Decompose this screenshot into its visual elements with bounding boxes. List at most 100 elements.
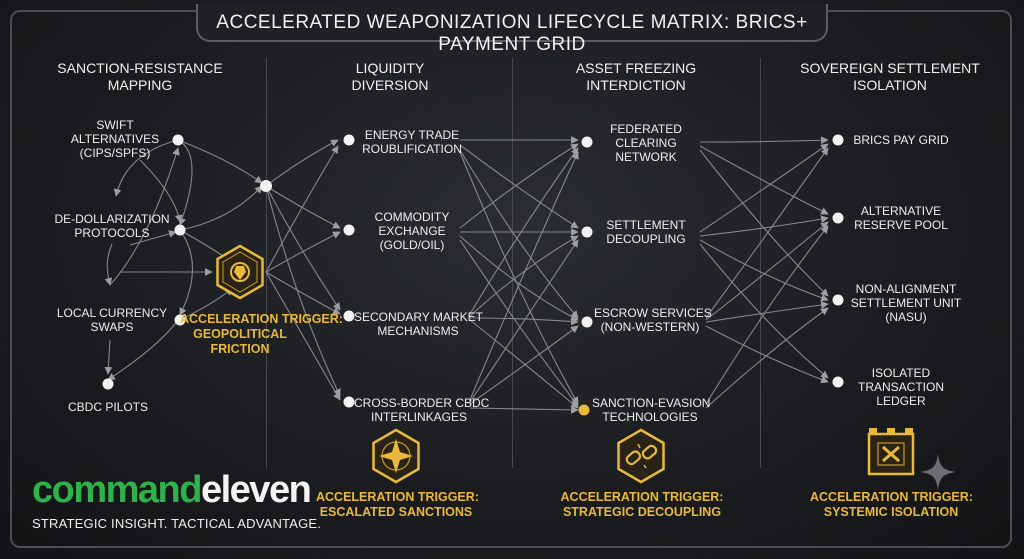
link-line (469, 147, 579, 315)
trigger-label-line: ACCELERATION TRIGGER: (316, 490, 479, 504)
node-label-line: SETTLEMENT (606, 218, 686, 232)
trigger-label-line: ACCELERATION TRIGGER: (810, 490, 973, 504)
link-line (109, 147, 180, 286)
node-label-line: MECHANISMS (377, 324, 459, 338)
node-dot (343, 224, 355, 236)
trigger-label-line: ACCELERATION TRIGGER: (560, 490, 724, 504)
title-tab (196, 4, 828, 42)
highlight-node-dot (578, 404, 590, 416)
link-line (459, 143, 579, 229)
link-line (104, 339, 113, 375)
node-label-line: ENERGY TRADE (364, 128, 460, 142)
node-label-line: ISOLATED (871, 366, 931, 380)
link-line (699, 239, 829, 302)
link-line (113, 139, 179, 197)
link-line (699, 215, 829, 237)
link-line (265, 139, 339, 187)
trigger-label-line: SYSTEMIC ISOLATION (823, 505, 959, 519)
node-label-line: NON-ALIGNMENT (855, 282, 957, 296)
node-dot (174, 224, 186, 236)
node-dot (343, 310, 355, 322)
node-label-line: COMMODITY (374, 210, 450, 224)
link-line (705, 325, 829, 384)
sparkle-icon (920, 454, 956, 490)
node-dot (581, 226, 593, 238)
trigger-label-line: FRICTION (210, 342, 270, 356)
node-dot (102, 378, 114, 390)
node-label-line: BRICS PAY GRID (853, 133, 949, 147)
brand-logo: commandeleven (32, 470, 312, 510)
node-label-line: (GOLD/OIL) (379, 238, 445, 252)
node-local-currency-swaps: LOCAL CURRENCY SWAPS (42, 306, 182, 334)
link-line (699, 136, 829, 145)
link-line (265, 231, 341, 273)
link-line (705, 307, 829, 409)
link-line (469, 325, 579, 405)
link-line (469, 239, 579, 403)
link-line (469, 319, 579, 409)
node-label-line: SECONDARY MARKET (354, 310, 483, 324)
broken-chain-icon (617, 428, 665, 484)
barricade-x-icon (867, 428, 915, 476)
node-label-line: CBDC PILOTS (67, 400, 148, 414)
node-cross-border-cbdc: CROSS-BORDER CBDC INTERLINKAGES (354, 396, 489, 424)
brand-tagline: STRATEGIC INSIGHT. TACTICAL ADVANTAGE. (32, 516, 322, 531)
page-title: ACCELERATED WEAPONIZATION LIFECYCLE MATR… (216, 12, 808, 55)
link-line (699, 143, 829, 233)
node-label-line: CLEARING (615, 136, 677, 150)
link-line (139, 159, 183, 223)
node-de-dollarization: DE-DOLLARIZATION PROTOCOLS (42, 212, 182, 240)
node-dot (581, 316, 593, 328)
node-dot (581, 136, 593, 148)
link-line (265, 185, 341, 229)
column-heading-line: ASSET FREEZING (575, 60, 697, 76)
trigger-geopolitical-friction: ACCELERATION TRIGGER: GEOPOLITICAL FRICT… (180, 312, 343, 357)
node-label-line: ALTERNATIVE (860, 204, 942, 218)
link-line (265, 271, 341, 401)
node-cbdc-pilots: CBDC PILOTS (48, 400, 168, 414)
link-line (265, 185, 341, 397)
node-label-line: INTERLINKAGES (370, 410, 468, 424)
compass-star-icon (372, 428, 420, 484)
link-line (469, 406, 579, 414)
node-dot (343, 396, 355, 408)
node-label-line: PROTOCOLS (74, 226, 150, 240)
node-dot (832, 134, 844, 146)
link-line (459, 239, 579, 407)
node-dot (832, 212, 844, 224)
node-commodity-exchange: COMMODITY EXCHANGE (GOLD/OIL) (352, 210, 472, 252)
column-heading-liquidity-diversion: LIQUIDITY DIVERSION (290, 60, 490, 94)
link-line (699, 145, 829, 215)
link-line (107, 319, 179, 381)
node-label-line: SWAPS (90, 320, 134, 334)
node-dot (172, 134, 184, 146)
node-settlement-decoupling: SETTLEMENT DECOUPLING (596, 218, 696, 246)
trigger-label-line: ACCELERATION TRIGGER: (180, 312, 343, 326)
column-heading-asset-freezing: ASSET FREEZING INTERDICTION (536, 60, 736, 94)
link-line (129, 230, 177, 246)
link-line (179, 229, 194, 316)
link-line (699, 243, 829, 379)
link-line (469, 151, 579, 401)
column-heading-sovereign-settlement: SOVEREIGN SETTLEMENT ISOLATION (780, 60, 1000, 94)
node-isolated-ledger: ISOLATED TRANSACTION LEDGER (846, 366, 956, 408)
node-swift-alternatives: SWIFT ALTERNATIVES (CIPS/SPFS) (60, 118, 170, 160)
node-dot (832, 294, 844, 306)
column-heading-line: LIQUIDITY (355, 60, 425, 76)
link-line (699, 149, 829, 297)
node-label-line: TRANSACTION (857, 380, 944, 394)
trigger-systemic-isolation: ACCELERATION TRIGGER: SYSTEMIC ISOLATION (810, 490, 973, 520)
node-secondary-market: SECONDARY MARKET MECHANISMS (354, 310, 483, 338)
link-line (469, 235, 579, 317)
link-line (104, 243, 113, 286)
node-label-line: DE-DOLLARIZATION (54, 212, 170, 226)
link-line (705, 225, 829, 405)
link-line (265, 185, 341, 311)
node-label-line: ROUBLIFICATION (362, 142, 462, 156)
node-label-line: TECHNOLOGIES (602, 410, 698, 424)
node-label-line: FEDERATED (610, 122, 682, 136)
node-federated-clearing: FEDERATED CLEARING NETWORK (596, 122, 696, 164)
column-heading-line: ISOLATION (853, 77, 927, 93)
node-label-line: SETTLEMENT UNIT (850, 296, 962, 310)
